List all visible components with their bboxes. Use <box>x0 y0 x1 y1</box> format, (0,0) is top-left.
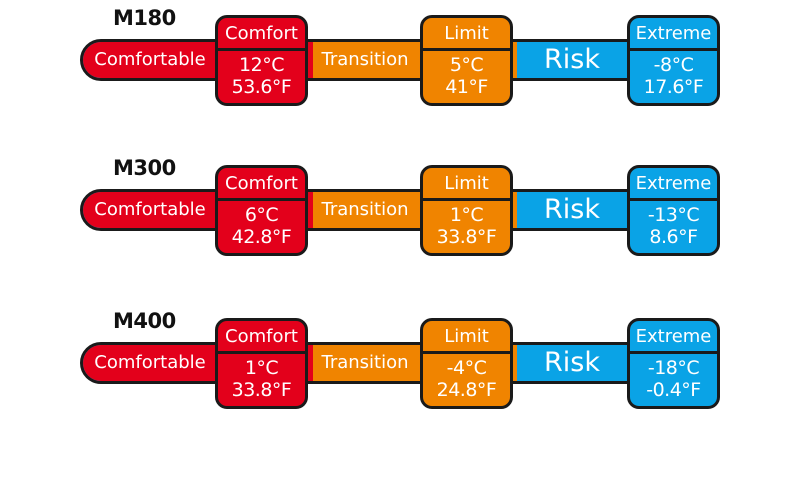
extreme-fahrenheit: 8.6°F <box>649 226 698 248</box>
limit-fahrenheit: 24.8°F <box>436 379 497 401</box>
temperature-row-m400: M400 Comfortable Transition Risk Comfort… <box>0 309 800 459</box>
limit-heading: Limit <box>423 321 510 354</box>
extreme-fahrenheit: 17.6°F <box>643 76 704 98</box>
limit-celsius: 1°C <box>449 204 484 226</box>
comfortable-label: Comfortable <box>94 352 206 373</box>
comfort-heading: Comfort <box>218 18 305 51</box>
limit-fahrenheit: 41°F <box>445 76 488 98</box>
extreme-celsius: -13°C <box>647 204 700 226</box>
comfort-celsius: 1°C <box>244 357 279 379</box>
comfortable-label: Comfortable <box>94 49 206 70</box>
risk-label: Risk <box>544 194 600 225</box>
limit-box: Limit 5°C 41°F <box>420 15 513 106</box>
temperature-bar: Comfortable Transition Risk <box>80 39 720 81</box>
comfort-box: Comfort 6°C 42.8°F <box>215 165 308 256</box>
comfort-heading: Comfort <box>218 168 305 201</box>
temperature-bar: Comfortable Transition Risk <box>80 189 720 231</box>
model-label: M300 <box>113 156 176 180</box>
limit-heading: Limit <box>423 18 510 51</box>
risk-label: Risk <box>544 347 600 378</box>
transition-label: Transition <box>321 352 409 373</box>
comfort-celsius: 12°C <box>239 54 284 76</box>
limit-heading: Limit <box>423 168 510 201</box>
extreme-celsius: -18°C <box>647 357 700 379</box>
limit-celsius: -4°C <box>446 357 487 379</box>
temperature-row-m180: M180 Comfortable Transition Risk Comfort… <box>0 6 800 156</box>
extreme-celsius: -8°C <box>653 54 694 76</box>
comfort-box: Comfort 12°C 53.6°F <box>215 15 308 106</box>
model-label: M400 <box>113 309 176 333</box>
comfort-fahrenheit: 53.6°F <box>231 76 292 98</box>
limit-fahrenheit: 33.8°F <box>436 226 497 248</box>
temperature-row-m300: M300 Comfortable Transition Risk Comfort… <box>0 156 800 306</box>
limit-box: Limit 1°C 33.8°F <box>420 165 513 256</box>
extreme-box: Extreme -8°C 17.6°F <box>627 15 720 106</box>
extreme-heading: Extreme <box>630 168 717 201</box>
model-label: M180 <box>113 6 176 30</box>
temperature-bar: Comfortable Transition Risk <box>80 342 720 384</box>
comfortable-label: Comfortable <box>94 199 206 220</box>
comfort-box: Comfort 1°C 33.8°F <box>215 318 308 409</box>
extreme-fahrenheit: -0.4°F <box>646 379 701 401</box>
transition-label: Transition <box>321 199 409 220</box>
extreme-heading: Extreme <box>630 18 717 51</box>
comfort-fahrenheit: 42.8°F <box>231 226 292 248</box>
extreme-heading: Extreme <box>630 321 717 354</box>
limit-box: Limit -4°C 24.8°F <box>420 318 513 409</box>
comfort-celsius: 6°C <box>244 204 279 226</box>
transition-label: Transition <box>321 49 409 70</box>
extreme-box: Extreme -18°C -0.4°F <box>627 318 720 409</box>
risk-label: Risk <box>544 44 600 75</box>
limit-celsius: 5°C <box>449 54 484 76</box>
comfort-heading: Comfort <box>218 321 305 354</box>
extreme-box: Extreme -13°C 8.6°F <box>627 165 720 256</box>
comfort-fahrenheit: 33.8°F <box>231 379 292 401</box>
